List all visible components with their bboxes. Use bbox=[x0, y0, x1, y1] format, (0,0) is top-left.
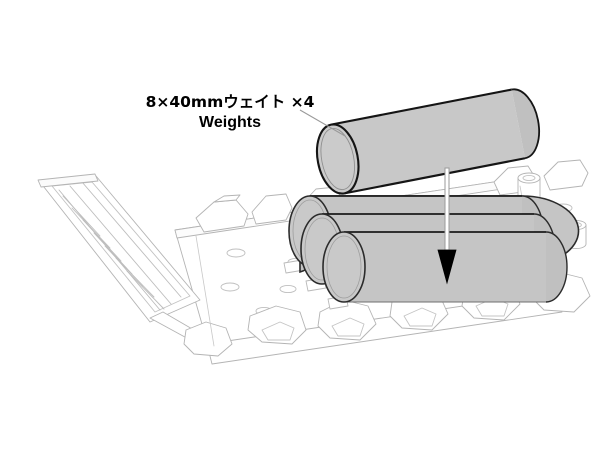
chassis-bracket bbox=[261, 321, 295, 341]
deck-hole bbox=[220, 282, 240, 292]
chassis-tab bbox=[213, 194, 241, 203]
callout-leader-line bbox=[299, 109, 346, 137]
chassis-bracket bbox=[403, 307, 437, 327]
chassis-tab bbox=[251, 193, 293, 225]
weights-label-english: Weights bbox=[199, 114, 261, 131]
rod-end-cap-front bbox=[322, 231, 366, 303]
front-wing-panel-inner bbox=[51, 181, 191, 313]
chassis-bracket bbox=[331, 317, 365, 337]
arrow-shaft-fill bbox=[444, 167, 450, 251]
chassis-bracket bbox=[183, 321, 233, 357]
front-wing-ribs bbox=[58, 181, 182, 311]
callout-rod-top-line bbox=[330, 88, 512, 126]
installation-arrow bbox=[437, 167, 457, 285]
chassis-tab bbox=[543, 159, 589, 191]
deck-hole bbox=[226, 248, 246, 258]
weights-label-japanese: 8×40mmウェイト ×4 bbox=[145, 93, 315, 111]
weights-callout-label: 8×40mmウェイト ×4 Weights bbox=[120, 92, 340, 133]
callout-rod-far-end bbox=[511, 88, 540, 160]
arrow-head bbox=[437, 249, 457, 285]
callout-rod-bottom-line bbox=[344, 157, 526, 195]
deck-hole bbox=[279, 284, 297, 294]
front-wing-leading-edge bbox=[37, 173, 99, 188]
callout-rod-end-cap bbox=[315, 123, 360, 195]
